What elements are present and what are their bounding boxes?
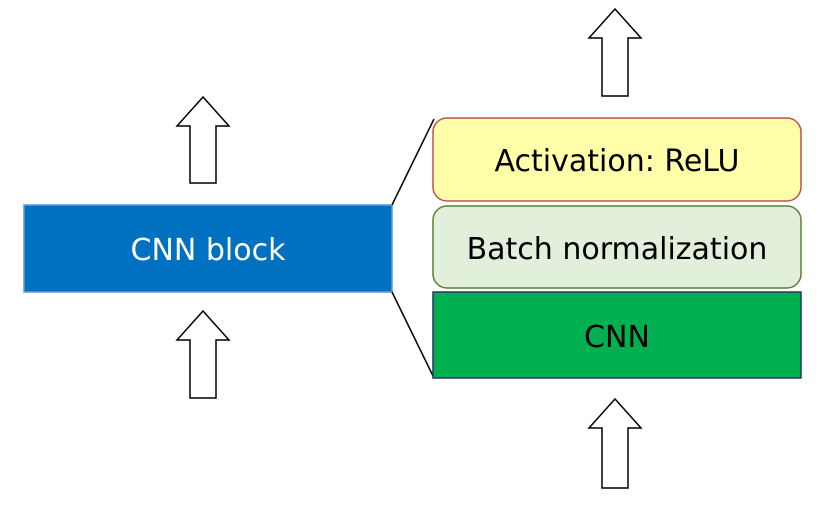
cnn-box xyxy=(432,291,802,379)
batch-normalization-label: Batch normalization xyxy=(467,232,768,267)
batch-normalization-box xyxy=(432,205,802,289)
up-arrow-right-input xyxy=(587,397,643,489)
up-arrow-left-output xyxy=(175,95,231,184)
cnn-label: CNN xyxy=(584,320,650,355)
expansion-connectors xyxy=(391,118,435,379)
activation-layer: Activation: ReLU xyxy=(432,117,802,202)
connector-line-top xyxy=(391,118,435,206)
batch-normalization-layer: Batch normalization xyxy=(432,205,802,289)
arrows xyxy=(175,7,643,489)
cnn-block-box xyxy=(23,204,393,293)
cnn-layer: CNN xyxy=(432,291,802,379)
up-arrow-right-output xyxy=(587,7,643,97)
cnn-block: CNN block xyxy=(23,204,393,293)
connector-line-bottom xyxy=(391,291,435,379)
up-arrow-left-input xyxy=(175,309,231,399)
activation-label: Activation: ReLU xyxy=(495,144,740,179)
activation-box xyxy=(432,117,802,202)
cnn-block-label: CNN block xyxy=(131,233,287,268)
